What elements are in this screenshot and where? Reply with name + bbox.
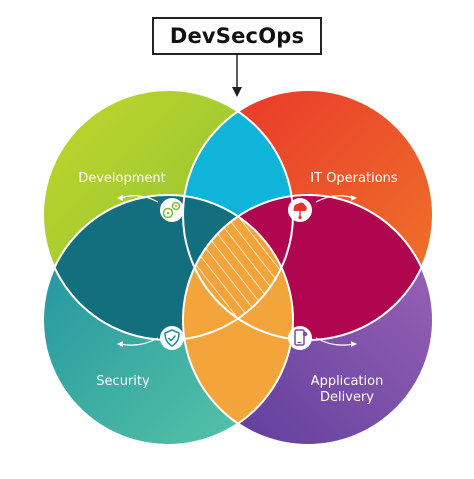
label-it-operations: IT Operations: [310, 171, 398, 186]
gears-icon: [160, 198, 184, 222]
label-security: Security: [96, 374, 150, 389]
label-development: Development: [78, 171, 166, 186]
shield-check-icon: [160, 326, 184, 350]
label-connectors: [119, 195, 355, 346]
connector-arrowheads: [117, 195, 357, 347]
label-application-delivery-line1: Application: [311, 374, 384, 389]
mobile-app-icon: [288, 326, 312, 350]
diagram-title: DevSecOps: [169, 24, 305, 48]
label-application-delivery-line2: Delivery: [320, 390, 374, 405]
cloud-network-icon: [288, 198, 312, 222]
title-arrow: [232, 55, 242, 97]
title-box: DevSecOps: [152, 17, 322, 55]
